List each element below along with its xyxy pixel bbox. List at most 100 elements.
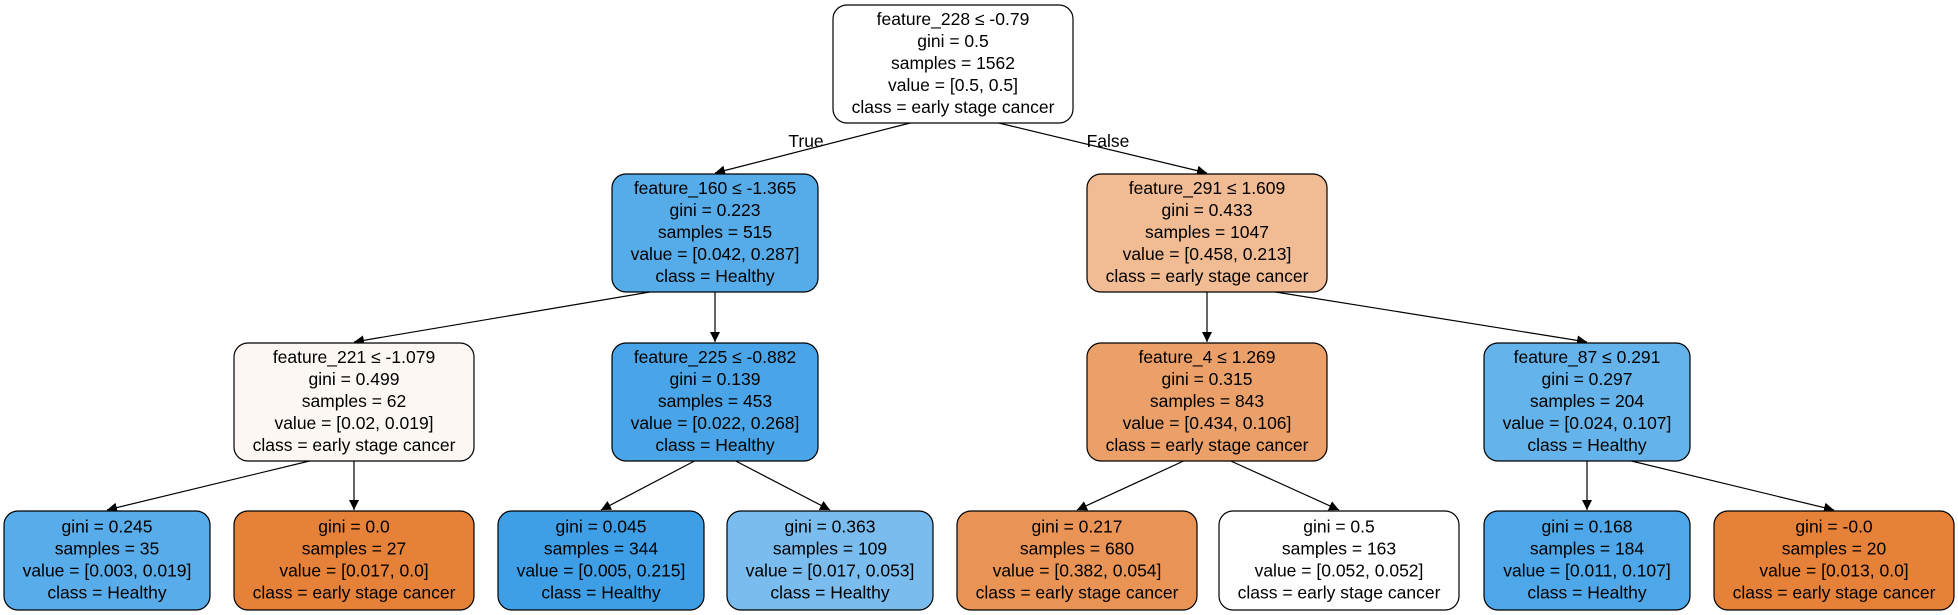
node-text-line: class = Healthy [1527,435,1646,455]
node-box [1218,510,1460,611]
node-text-line: value = [0.013, 0.0] [1759,561,1908,581]
node-box [1483,342,1691,462]
node-text-line: samples = 204 [1530,391,1645,411]
edge-n5-n11 [1076,460,1184,511]
node-box [726,510,934,611]
node-text-line: samples = 453 [658,391,772,411]
node-text-line: class = Healthy [655,435,774,455]
node-text-line: feature_228 ≤ -0.79 [877,9,1030,30]
node-box [611,173,819,293]
edge-n0-n1 [714,122,911,176]
node-box [497,510,705,611]
edges-layer [106,122,1835,513]
node-text-line: class = Healthy [770,583,889,603]
node-text-line: value = [0.022, 0.268] [631,413,800,433]
node-text-line: gini = 0.045 [556,517,647,537]
node-text-line: value = [0.003, 0.019] [23,561,192,581]
edge-n5-n12 [1230,460,1340,511]
node-text-line: class = early stage cancer [1238,583,1441,603]
node-text-line: gini = 0.5 [1303,517,1375,537]
node-text-line: gini = 0.5 [917,31,989,51]
node-text-line: samples = 680 [1020,539,1135,559]
node-text-line: samples = 35 [55,539,160,559]
node-text-line: gini = 0.0 [318,517,390,537]
node-text-line: value = [0.017, 0.053] [746,561,915,581]
node-text-line: value = [0.02, 0.019] [274,413,433,433]
node-text-line: value = [0.5, 0.5] [888,75,1018,95]
node-text-line: feature_160 ≤ -1.365 [634,178,796,199]
edge-labels-layer: True False [788,131,1129,151]
node-box [1483,510,1691,611]
node-text-line: value = [0.005, 0.215] [517,561,686,581]
node-text-line: gini = 0.168 [1542,517,1633,537]
edge-label-false: False [1087,131,1130,151]
node-text-line: gini = 0.217 [1032,517,1123,537]
edge-n6-n14 [1631,460,1835,513]
edge-n0-n2 [998,122,1208,176]
node-text-line: samples = 109 [773,539,887,559]
node-text-line: gini = 0.315 [1162,369,1253,389]
node-text-line: feature_87 ≤ 0.291 [1514,347,1661,368]
node-text-line: gini = 0.245 [62,517,153,537]
node-text-line: samples = 843 [1150,391,1264,411]
node-box [233,342,475,462]
edge-n4-n9 [600,460,695,511]
node-text-line: value = [0.052, 0.052] [1255,561,1424,581]
node-text-line: samples = 62 [302,391,407,411]
edge-n2-n6 [1275,291,1588,346]
node-text-line: samples = 1562 [891,53,1015,73]
node-text-line: samples = 27 [302,539,407,559]
node-box [611,342,819,462]
node-text-line: samples = 515 [658,222,772,242]
node-box [233,510,475,611]
node-text-line: value = [0.382, 0.054] [993,561,1162,581]
node-text-line: value = [0.011, 0.107] [1503,561,1671,581]
node-text-line: class = early stage cancer [1106,266,1309,286]
node-text-line: value = [0.042, 0.287] [631,244,800,264]
node-text-line: class = early stage cancer [1733,583,1936,603]
node-text-line: samples = 163 [1282,539,1396,559]
node-text-line: class = early stage cancer [976,583,1179,603]
node-box [1713,510,1955,611]
node-box [956,510,1198,611]
node-box [3,510,211,611]
node-text-line: class = early stage cancer [253,435,456,455]
node-text-line: class = early stage cancer [253,583,456,603]
node-text-line: class = Healthy [47,583,166,603]
edge-n1-n3 [353,291,651,346]
node-text-line: gini = 0.139 [670,369,761,389]
node-box [832,4,1074,124]
node-text-line: samples = 1047 [1145,222,1269,242]
edge-label-true: True [788,131,823,151]
node-text-line: samples = 184 [1530,539,1645,559]
node-text-line: feature_221 ≤ -1.079 [273,347,435,368]
node-text-line: class = early stage cancer [852,97,1055,117]
node-text-line: value = [0.458, 0.213] [1123,244,1292,264]
node-text-line: gini = 0.499 [309,369,400,389]
node-text-line: feature_4 ≤ 1.269 [1138,347,1275,368]
node-text-line: class = Healthy [655,266,774,286]
node-text-line: gini = 0.433 [1162,200,1253,220]
node-text-line: feature_291 ≤ 1.609 [1129,178,1286,199]
node-text-line: samples = 344 [544,539,659,559]
node-text-line: gini = 0.297 [1542,369,1633,389]
node-box [1086,342,1328,462]
node-text-line: class = early stage cancer [1106,435,1309,455]
node-text-line: gini = 0.223 [670,200,761,220]
edge-n3-n7 [106,460,310,513]
